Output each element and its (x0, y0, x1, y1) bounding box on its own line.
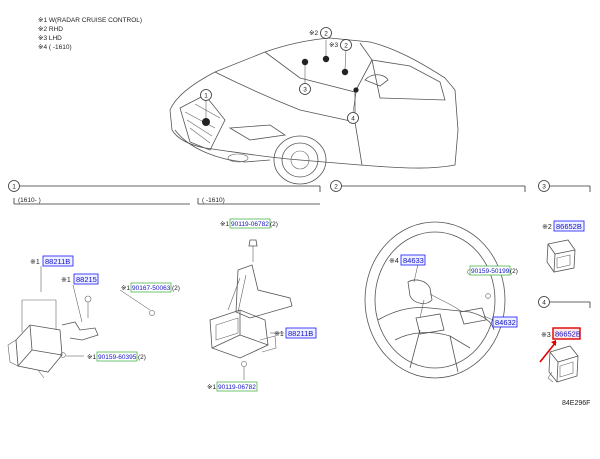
car-callouts: 1 ※2 2 ※3 2 3 4 (200, 27, 359, 124)
sensor-dot-3 (341, 68, 349, 76)
part-84633-mark: ※4 (389, 258, 399, 265)
part-88215-mark: ※1 (61, 277, 71, 284)
section-4-number: 4 (542, 300, 546, 307)
part-88211b-mid-code[interactable]: 88211B (288, 329, 313, 338)
part-84632[interactable]: 84632 (492, 316, 518, 328)
steering-wheel-illustration (364, 221, 506, 379)
part-90119-bot-mark: ※1 (207, 384, 216, 391)
part-86652b-rhd-code[interactable]: 86652B (556, 222, 582, 231)
side-window (371, 59, 446, 101)
part-86652b-selected[interactable]: ※3 86652B (539, 327, 581, 363)
svg-text:※4 ( -1610): ※4 ( -1610) (38, 44, 72, 51)
side-mirror (364, 74, 389, 87)
legend-notes: ※1 W(RADAR CRUISE CONTROL) ※2 RHD ※3 LHD… (38, 17, 142, 51)
callout-4: 4 (351, 116, 355, 123)
sensor-dot-front (202, 118, 210, 126)
sub-header-right: ( -1610) (202, 197, 225, 204)
highlight-arrow-head (551, 340, 556, 346)
sensor-dot-1 (301, 58, 309, 66)
note-3-mark: ※3 (38, 35, 47, 42)
part-90119-bot-code[interactable]: 90119-06782 (218, 384, 256, 391)
part-90119-top-qty: (2) (270, 221, 278, 228)
part-84633-code[interactable]: 84633 (403, 256, 424, 265)
part-86652b-rhd-mark: ※2 (542, 224, 552, 231)
part-84633[interactable]: ※4 84633 (389, 254, 426, 266)
part-90159-50199[interactable]: 90159-50199 (2) (469, 265, 518, 276)
callout-2a: 2 (324, 31, 328, 38)
part-90119-06782-top[interactable]: ※1 90119-06782 (2) (220, 218, 278, 229)
car-body-outline (169, 37, 459, 169)
part-90119-top-mark: ※1 (220, 221, 229, 228)
section-headers: 1 2 3 4 (1610- ) ( -1610) (8, 180, 591, 308)
part-88211b-mid[interactable]: ※1 88211B (274, 327, 317, 339)
part-88211b-left-mark: ※1 (30, 259, 40, 266)
part-88215-code[interactable]: 88215 (76, 275, 97, 284)
part-88211b-left-code[interactable]: 88211B (45, 257, 70, 266)
part-86652b-selected-mark: ※3 (541, 332, 551, 339)
callout-3: 3 (303, 87, 307, 94)
sensor-dot-2 (322, 55, 330, 63)
note-1-mark: ※1 (38, 17, 47, 24)
part-84632-code[interactable]: 84632 (495, 318, 516, 327)
svg-text:※2 RHD: ※2 RHD (38, 26, 63, 33)
switch-section4-illustration (547, 345, 579, 383)
section-3-number: 3 (542, 184, 546, 191)
callout-mark-rhd: ※2 (309, 30, 318, 37)
sub-header-left: (1610- ) (18, 197, 41, 204)
part-90159-60395[interactable]: ※1 90159-60395 (2) (87, 351, 146, 362)
figure-id: 84E296F (562, 400, 590, 407)
part-90159-left-code[interactable]: 90159-60395 (98, 354, 137, 361)
note-2-text: RHD (49, 26, 63, 33)
car-overview-illustration (169, 37, 459, 185)
callout-2b: 2 (344, 43, 348, 50)
part-88211b-mid-mark: ※1 (274, 331, 284, 338)
part-90167-mark: ※1 (121, 285, 130, 292)
part-88215[interactable]: ※1 88215 (61, 273, 99, 285)
part-90159-right-code[interactable]: 90159-50199 (471, 268, 510, 275)
note-4-mark: ※4 (38, 44, 47, 51)
part-90159-left-qty: (2) (138, 354, 146, 361)
highlight-arrow (539, 341, 557, 363)
svg-text:※3 LHD: ※3 LHD (38, 35, 62, 42)
radar-sensor-right-illustration (209, 239, 293, 380)
part-90119-top-code[interactable]: 90119-06782 (231, 221, 269, 228)
radar-sensor-left-illustration (7, 266, 155, 379)
windshield (264, 42, 373, 93)
hood-line (214, 71, 356, 123)
section-2-number: 2 (334, 184, 338, 191)
part-90167-qty: (2) (172, 285, 180, 292)
part-90167-50063[interactable]: ※1 90167-50063 (2) (121, 282, 180, 293)
part-86652b-selected-code[interactable]: 86652B (555, 330, 581, 339)
part-90167-code[interactable]: 90167-50063 (132, 285, 171, 292)
section-1-number: 1 (12, 184, 16, 191)
part-90159-left-mark: ※1 (87, 354, 96, 361)
note-2-mark: ※2 (38, 26, 47, 33)
note-1-text: W(RADAR CRUISE CONTROL) (49, 17, 142, 24)
note-4-text: ( -1610) (49, 44, 72, 51)
svg-text:※1 W(RADAR CRUISE CONTROL): ※1 W(RADAR CRUISE CONTROL) (38, 17, 142, 24)
callout-mark-lhd: ※3 (329, 42, 338, 49)
switch-section3-illustration (546, 239, 576, 273)
callout-1: 1 (204, 93, 208, 100)
headlight (228, 124, 287, 141)
part-86652b-rhd[interactable]: ※2 86652B (542, 220, 585, 232)
front-wheel (273, 135, 327, 185)
a-pillar (354, 92, 363, 166)
note-3-text: LHD (49, 35, 62, 42)
sensor-dot-4 (353, 87, 359, 93)
part-90119-06782-bottom[interactable]: ※1 90119-06782 (207, 381, 258, 392)
part-90159-right-qty: (2) (510, 268, 518, 275)
part-88211b-left[interactable]: ※1 88211B (30, 255, 74, 267)
